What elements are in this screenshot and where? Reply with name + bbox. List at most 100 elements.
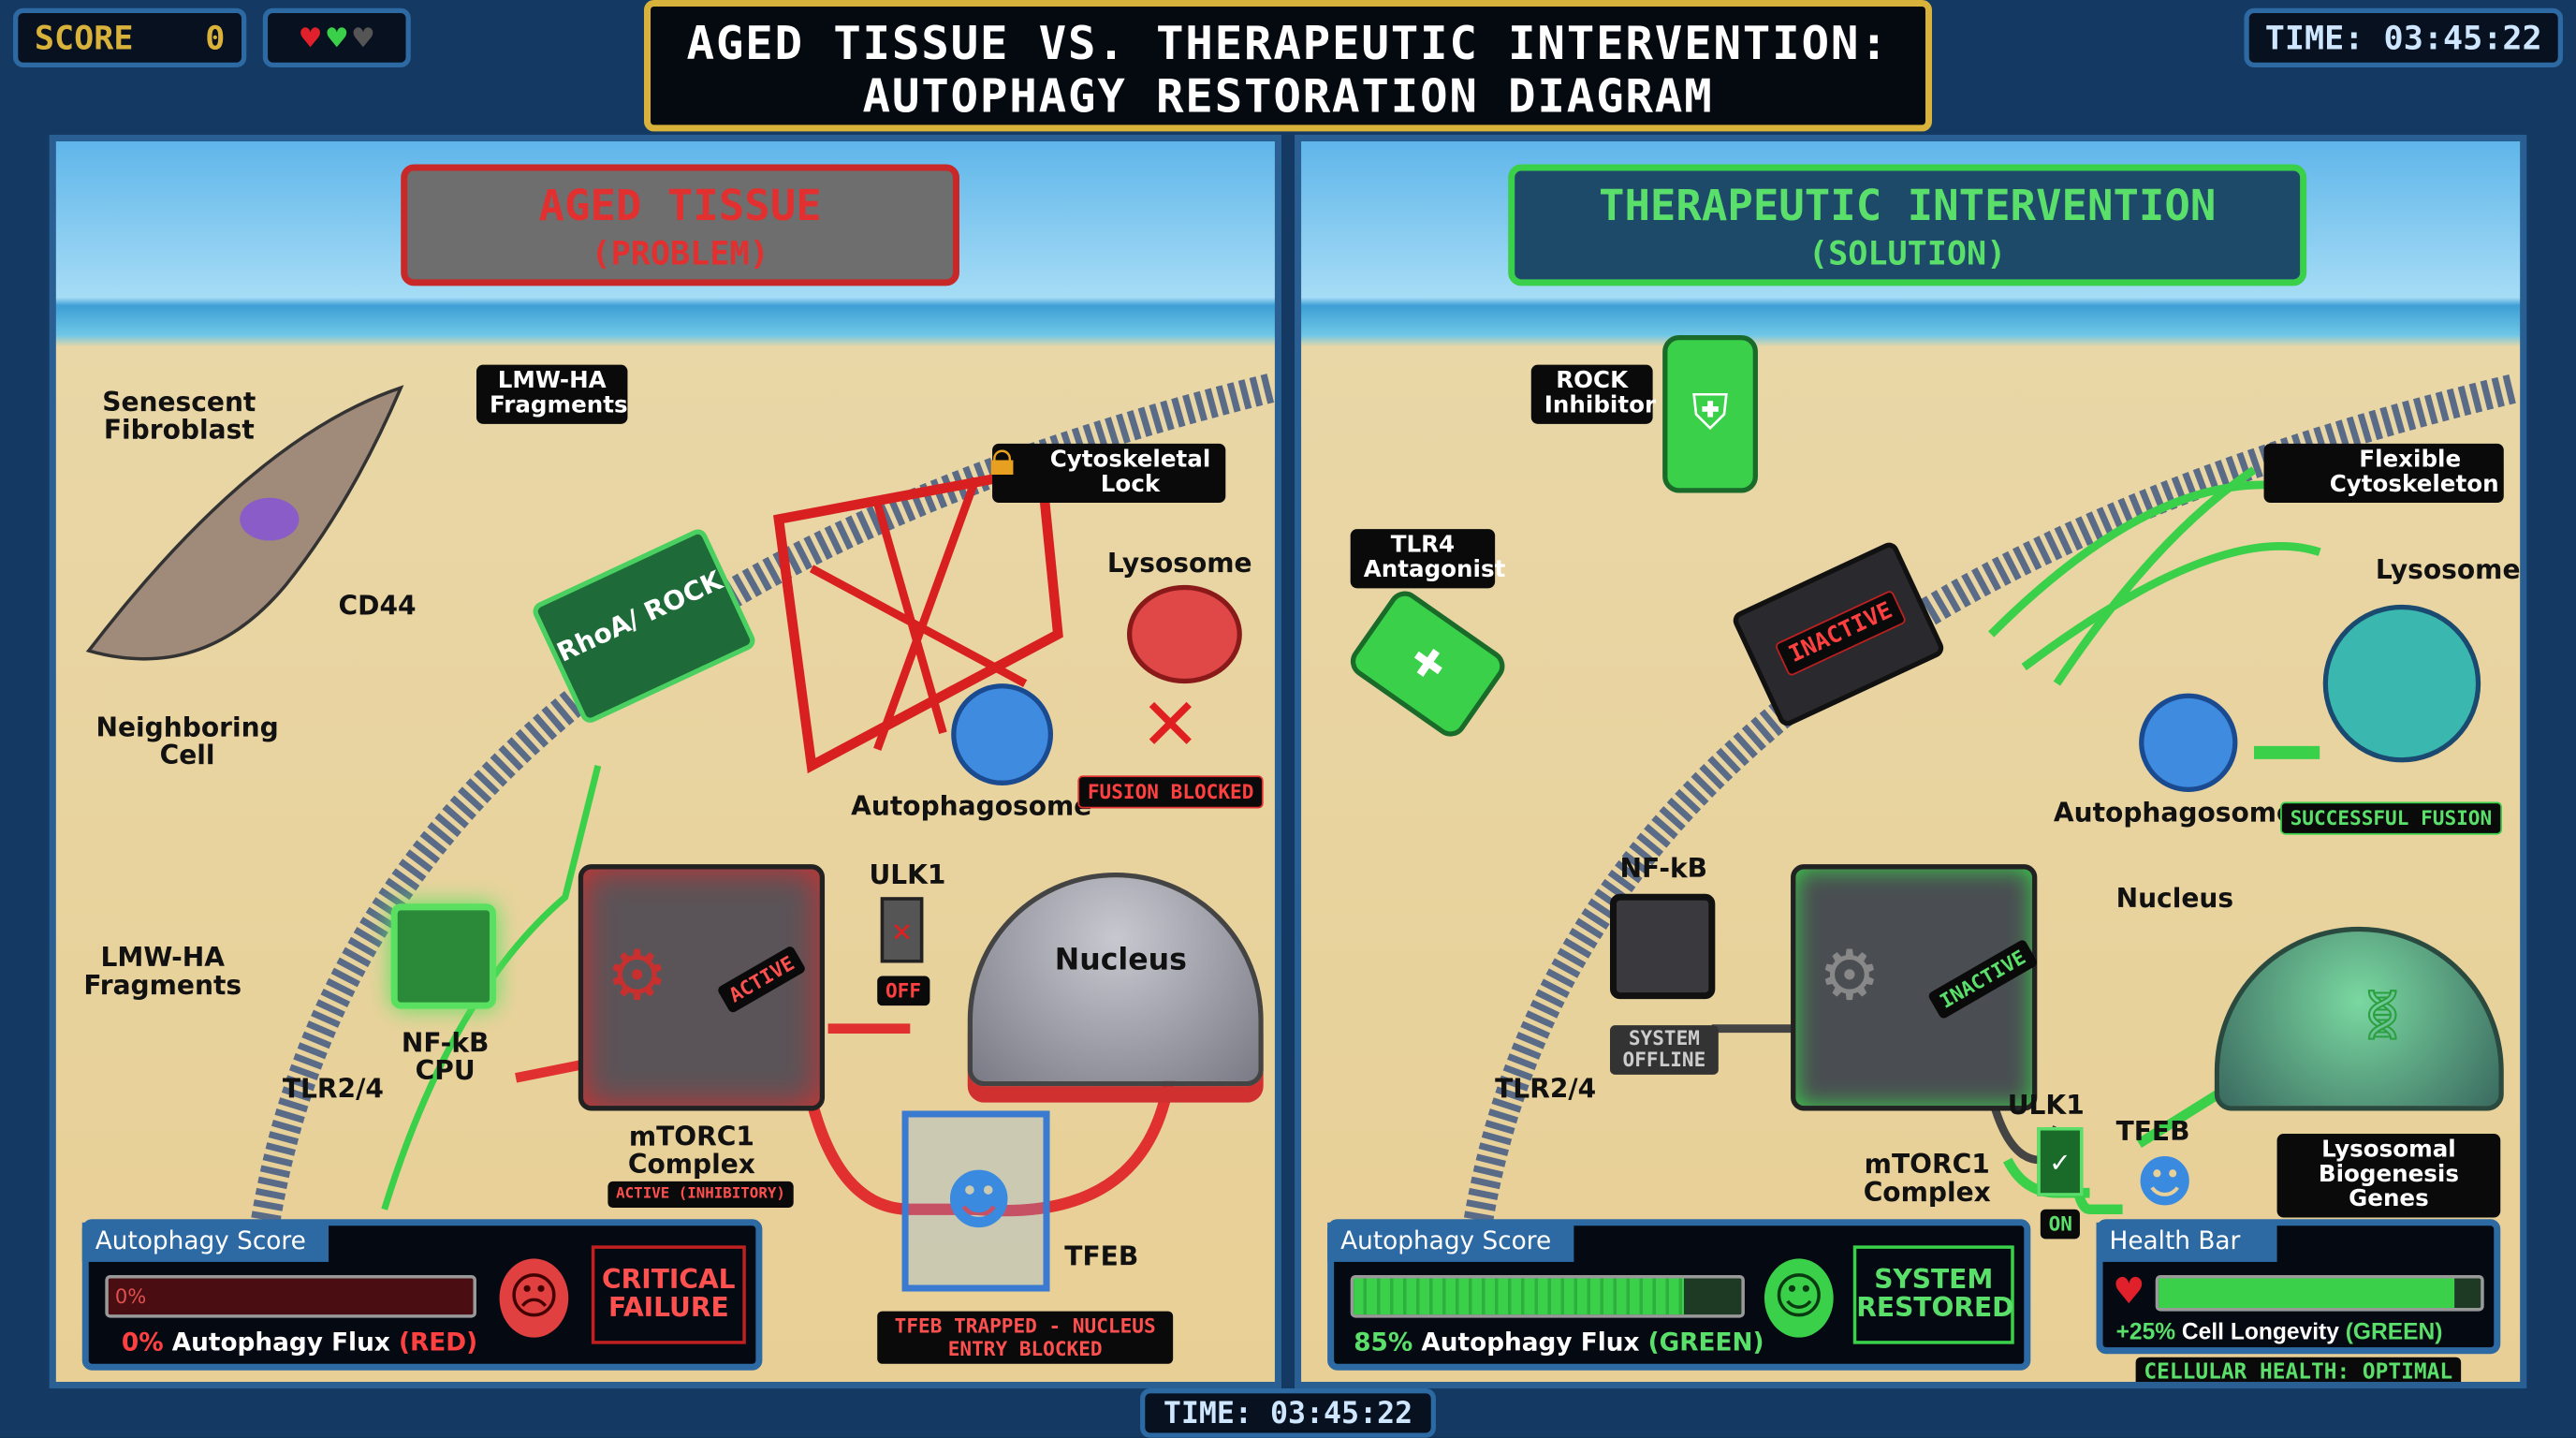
cytoskeletal-lock-text: Cytoskeletal Lock <box>1049 447 1211 498</box>
neighboring-cell-label: Neighboring Cell <box>95 711 279 771</box>
heart-empty-icon: ♥ <box>353 18 373 58</box>
autophagy-score-panel-left: Autophagy Score 0% 0% Autophagy Flux (RE… <box>81 1219 763 1371</box>
lysosome-label: Lysosome <box>2375 553 2521 585</box>
bar-text: 0% <box>114 1284 147 1309</box>
flux-readout-left: 0% Autophagy Flux (RED) <box>122 1328 477 1357</box>
tfeb-figure-icon: ☻ <box>944 1163 1014 1240</box>
lmw-ha-fragments-bottom-label: LMW-HA Fragments <box>83 941 242 1001</box>
rock-inhibitor-vial-icon: ⛨ <box>1662 335 1758 493</box>
ulk1-switch-off: ✕ <box>880 897 924 963</box>
autophagosome-label: Autophagosome <box>851 790 1092 822</box>
flux-readout-right: 85% Autophagy Flux (GREEN) <box>1354 1328 1764 1357</box>
timer-display: TIME: 03:45:22 <box>2244 7 2563 67</box>
longevity-percent: +25% <box>2115 1317 2176 1344</box>
lysosomal-biogenesis-genes-label: Lysosomal Biogenesis Genes <box>2276 1134 2501 1218</box>
health-header: Health Bar <box>2096 1222 2277 1262</box>
autophagy-bar-right <box>1350 1274 1745 1318</box>
tfeb-cage: ☻ <box>901 1110 1050 1292</box>
ulk1-label: ULK1 <box>869 858 946 891</box>
fusion-blocked-tag: FUSION BLOCKED <box>1077 775 1264 809</box>
mtorc1-machine: ACTIVE ⚙ <box>578 864 826 1111</box>
gear-icon: ⚙ <box>606 934 668 1016</box>
mtorc1-machine-inactive: INACTIVE ⚙ <box>1791 864 2039 1111</box>
lysosome-fused-shape <box>2322 604 2481 763</box>
nfkb-chip-offline <box>1609 893 1716 1000</box>
heart-full-icon: ♥ <box>300 18 321 58</box>
system-restored-status: SYSTEM RESTORED <box>1852 1245 2014 1344</box>
solution-banner: THERAPEUTIC INTERVENTION (SOLUTION) <box>1508 164 2307 286</box>
flux-label: Autophagy Flux <box>171 1328 390 1357</box>
lives-display: ♥ ♥ ♥ <box>262 7 411 67</box>
autophagosome-label: Autophagosome <box>2053 797 2295 829</box>
banner-title: THERAPEUTIC INTERVENTION <box>1598 182 2217 232</box>
padlock-icon: 🔒︎ <box>988 430 1016 489</box>
nfkb-label: NF-kB <box>1619 852 1708 885</box>
nucleus-label: Nucleus <box>2115 882 2234 914</box>
banner-subtitle: (PROBLEM) <box>591 233 769 273</box>
nfkb-cpu-chip <box>390 903 497 1009</box>
lysosome-shape <box>1126 584 1242 684</box>
successful-fusion-tag: SUCCESSFUL FUSION <box>2280 801 2502 835</box>
tfeb-label: TFEB <box>1064 1240 1139 1272</box>
inactive-tag: INACTIVE <box>1774 589 1909 678</box>
nfkb-cpu-label: NF-kB CPU <box>401 1026 490 1087</box>
tfeb-label: TFEB <box>2115 1115 2190 1148</box>
therapeutic-intervention-panel: THERAPEUTIC INTERVENTION (SOLUTION) ROCK… <box>1295 134 2527 1389</box>
score-value: 0 <box>205 18 226 58</box>
mtorc1-label: mTORC1 Complex <box>1863 1148 1991 1208</box>
gear-icon: ⚙ <box>1818 934 1881 1016</box>
dna-icon: 🧬︎ <box>2350 987 2414 1046</box>
footer-timer: TIME: 03:45:22 <box>1140 1388 1436 1438</box>
lysosome-label: Lysosome <box>1106 547 1252 579</box>
autophagosome-shape <box>951 683 1054 785</box>
cellular-health-status: CELLULAR HEALTH: OPTIMAL <box>2135 1357 2461 1383</box>
autophagy-bar-fill <box>1354 1278 1684 1315</box>
flux-color: (GREEN) <box>1647 1328 1764 1357</box>
mtorc1-label: mTORC1 Complex <box>627 1120 755 1181</box>
flux-percent: 85% <box>1354 1328 1413 1357</box>
autophagy-score-panel-right: Autophagy Score 85% Autophagy Flux (GREE… <box>1327 1219 2031 1371</box>
tlr24-label: TLR2/4 <box>1495 1073 1597 1105</box>
score-header: Autophagy Score <box>81 1222 329 1262</box>
sad-face-icon: ☹ <box>499 1258 569 1338</box>
tlr24-label: TLR2/4 <box>282 1073 384 1105</box>
longevity-color: (GREEN) <box>2345 1317 2443 1344</box>
flexible-cytoskeleton-label: Flexible Cytoskeleton <box>2263 443 2504 504</box>
page-title: AGED TISSUE VS. THERAPEUTIC INTERVENTION… <box>643 0 1932 132</box>
rock-inhibitor-label: ROCK Inhibitor <box>1530 364 1656 424</box>
health-bar-fill <box>2159 1278 2455 1309</box>
cd44-label: CD44 <box>338 590 417 622</box>
autophagy-bar-left: 0% <box>105 1274 476 1318</box>
autophagosome-shape <box>2139 693 2238 792</box>
blocked-x-icon: ✕ <box>1140 683 1201 768</box>
machine-active-tag: ACTIVE <box>716 944 808 1015</box>
banner-title: AGED TISSUE <box>538 182 822 232</box>
health-bar-panel: Health Bar ♥ +25% Cell Longevity (GREEN) <box>2096 1219 2501 1355</box>
aged-tissue-panel: AGED TISSUE (PROBLEM) Senescent Fibrobla… <box>49 134 1281 1389</box>
ulk1-on-tag: ON <box>2040 1209 2081 1240</box>
machine-inactive-tag: INACTIVE <box>1926 938 2039 1020</box>
flux-color: (RED) <box>398 1328 478 1357</box>
senescent-fibroblast-label: Senescent Fibroblast <box>102 386 256 446</box>
score-display: SCORE 0 <box>13 7 247 67</box>
ulk1-off-tag: OFF <box>877 976 929 1006</box>
heart-icon: ♥ <box>2113 1271 2145 1313</box>
critical-failure-status: CRITICAL FAILURE <box>591 1245 746 1344</box>
banner-subtitle: (SOLUTION) <box>1808 233 2007 273</box>
score-header: Autophagy Score <box>1327 1222 1574 1262</box>
cell-membrane-left <box>85 373 1275 1358</box>
longevity-label: Cell Longevity <box>2181 1317 2339 1344</box>
title-line-1: AGED TISSUE VS. THERAPEUTIC INTERVENTION… <box>686 16 1890 71</box>
flux-percent: 0% <box>121 1328 164 1357</box>
tlr4-antagonist-label: TLR4 Antagonist <box>1350 529 1505 589</box>
score-label: SCORE <box>34 18 134 58</box>
system-offline-tag: SYSTEM OFFLINE <box>1609 1025 1719 1075</box>
mtorc1-state-tag: ACTIVE (INHIBITORY) <box>607 1181 794 1208</box>
smile-face-icon: ☺ <box>1764 1258 1834 1338</box>
title-line-2: AUTOPHAGY RESTORATION DIAGRAM <box>862 68 1714 124</box>
health-bar <box>2155 1274 2484 1312</box>
problem-banner: AGED TISSUE (PROBLEM) <box>401 164 959 286</box>
longevity-readout: +25% Cell Longevity (GREEN) <box>2116 1318 2443 1344</box>
heart-green-icon: ♥ <box>327 18 347 58</box>
